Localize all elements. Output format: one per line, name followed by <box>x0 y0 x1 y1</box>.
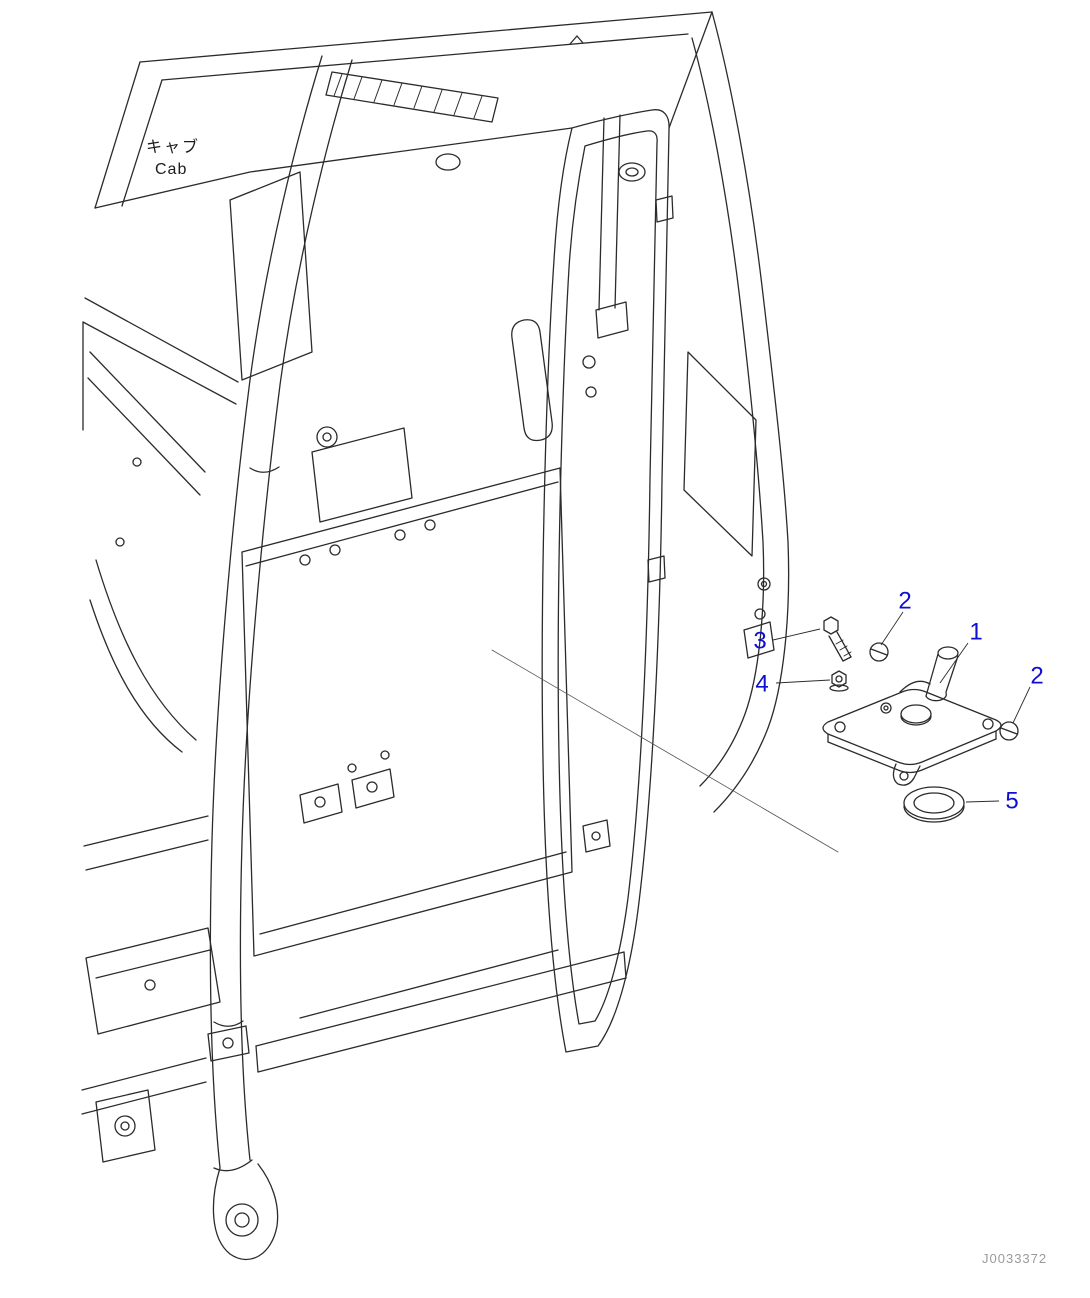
projection-line <box>491 649 839 853</box>
callout-leader-2 <box>1012 686 1031 724</box>
lock-plate <box>822 646 1002 786</box>
callout-number-2-4: 2 <box>1030 663 1043 690</box>
drawing-number: J0033372 <box>982 1251 1048 1266</box>
cab-frame <box>81 11 839 1260</box>
callout-number-3-0: 3 <box>753 628 766 655</box>
roof-frame <box>94 11 713 209</box>
pillar-foot <box>81 1057 279 1260</box>
callout-number-2-2: 2 <box>898 588 911 615</box>
floor-rails <box>255 949 627 1073</box>
callout-layer: 3 4 2 1 2 5 <box>753 588 1043 815</box>
callout-leader-5 <box>965 800 1000 803</box>
right-wall <box>683 11 790 813</box>
callout-number-5-5: 5 <box>1005 788 1018 815</box>
callout-leader-3 <box>772 628 821 641</box>
bolt <box>823 616 852 662</box>
plug-left <box>869 642 889 662</box>
tank-box <box>311 426 413 523</box>
grommet-ring <box>903 786 965 823</box>
lock-plate-assembly <box>822 616 1019 823</box>
callout-leader-2 <box>880 611 904 646</box>
lower-bracket <box>85 927 221 1035</box>
cab-label-english: Cab <box>155 161 188 178</box>
front-pillar <box>207 55 353 1169</box>
floor-plate <box>241 467 573 957</box>
plug-right <box>999 721 1019 741</box>
cab-label-japanese: キャブ <box>146 139 201 156</box>
callout-number-4-1: 4 <box>755 671 768 698</box>
washer <box>829 670 849 692</box>
callout-number-1-3: 1 <box>969 619 982 646</box>
door-frame <box>511 109 674 1053</box>
left-wall <box>82 171 313 871</box>
callout-leader-4 <box>775 679 831 684</box>
callout-leader-1 <box>939 642 969 684</box>
